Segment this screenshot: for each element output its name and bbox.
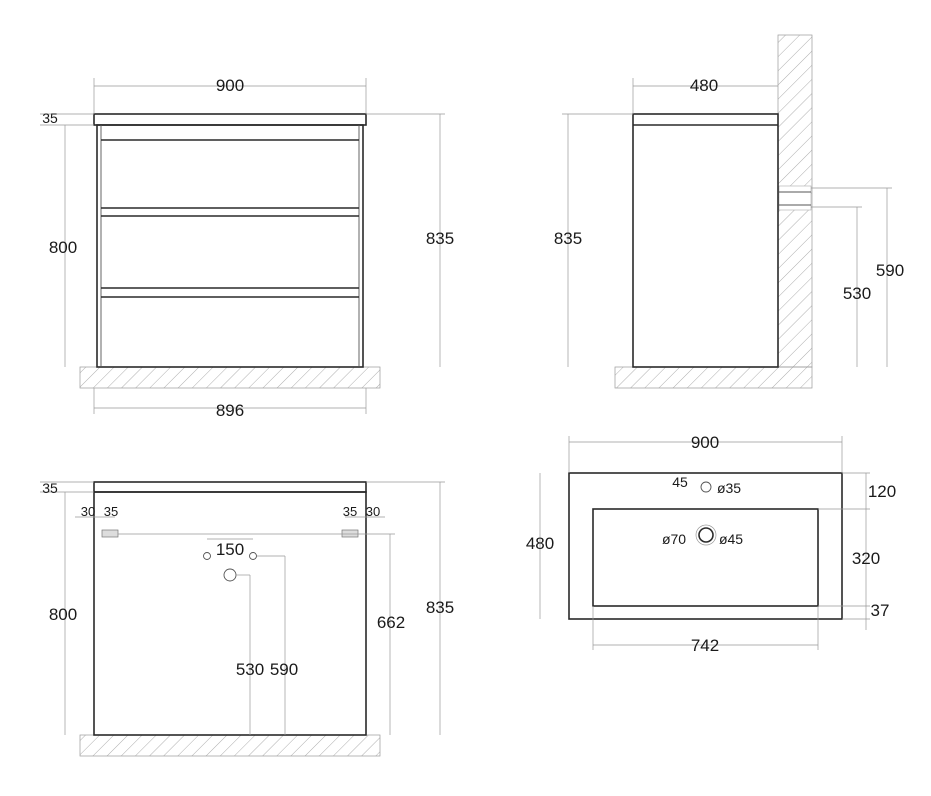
dim-total-height: 835 bbox=[426, 598, 454, 617]
dim-depth: 480 bbox=[690, 76, 718, 95]
countertop bbox=[93, 113, 367, 126]
front-view: 900 35 800 835 896 bbox=[40, 76, 454, 420]
dim-total-height: 835 bbox=[426, 229, 454, 248]
floor-hatch bbox=[79, 734, 381, 757]
dim-tap-offset: 45 bbox=[672, 474, 688, 490]
dim-top-thickness: 35 bbox=[42, 480, 58, 496]
pipe-openings bbox=[778, 185, 812, 211]
dim-width-bottom: 896 bbox=[216, 401, 244, 420]
bracket-left bbox=[101, 529, 119, 538]
dim-width: 900 bbox=[691, 433, 719, 452]
dim-basin-depth: 320 bbox=[852, 549, 880, 568]
supply-hole-right bbox=[249, 552, 257, 560]
bracket-right bbox=[341, 529, 359, 538]
drain-hole bbox=[223, 568, 237, 582]
dim-total-height: 835 bbox=[554, 229, 582, 248]
dim-basin-width: 742 bbox=[691, 636, 719, 655]
dim-drain-inner: ø45 bbox=[719, 531, 743, 547]
top-view: 900 480 45 ø35 ø70 ø45 120 320 37 742 bbox=[526, 433, 896, 655]
tap-hole bbox=[700, 481, 712, 493]
cabinet-body bbox=[96, 124, 364, 368]
dim-bracket-left-offset: 30 bbox=[81, 504, 95, 519]
dim-body-height: 800 bbox=[49, 605, 77, 624]
drain-outer bbox=[695, 524, 717, 546]
dim-bracket-left-width: 35 bbox=[104, 504, 118, 519]
dim-drain-outer: ø70 bbox=[662, 531, 686, 547]
dim-supply-height: 590 bbox=[270, 660, 298, 679]
dim-width-top: 900 bbox=[216, 76, 244, 95]
drain-inner bbox=[698, 527, 714, 543]
dim-front-margin: 37 bbox=[871, 601, 890, 620]
supply-hole-left bbox=[203, 552, 211, 560]
floor-hatch bbox=[614, 366, 813, 389]
side-view: 480 835 590 530 bbox=[554, 34, 904, 389]
dim-hole-spacing: 150 bbox=[216, 540, 244, 559]
cabinet-back bbox=[93, 491, 367, 736]
dim-back-margin: 120 bbox=[868, 482, 896, 501]
dim-depth: 480 bbox=[526, 534, 554, 553]
floor-hatch bbox=[79, 366, 381, 389]
back-view: 30 35 35 30 150 530 590 662 35 800 835 bbox=[40, 480, 454, 757]
dim-bracket-right-offset: 30 bbox=[366, 504, 380, 519]
dim-body-height: 800 bbox=[49, 238, 77, 257]
dim-pipe-upper: 590 bbox=[876, 261, 904, 280]
dim-pipe-lower: 530 bbox=[843, 284, 871, 303]
dim-tap-hole: ø35 bbox=[717, 480, 741, 496]
cabinet-side bbox=[632, 113, 779, 368]
basin-outline bbox=[568, 472, 843, 620]
basin-bowl bbox=[592, 508, 819, 607]
dim-bracket-height: 662 bbox=[377, 613, 405, 632]
drawer-lines bbox=[101, 139, 359, 298]
countertop bbox=[93, 481, 367, 493]
dim-bracket-right-width: 35 bbox=[343, 504, 357, 519]
dim-top-thickness: 35 bbox=[42, 110, 58, 126]
dim-drain-height: 530 bbox=[236, 660, 264, 679]
